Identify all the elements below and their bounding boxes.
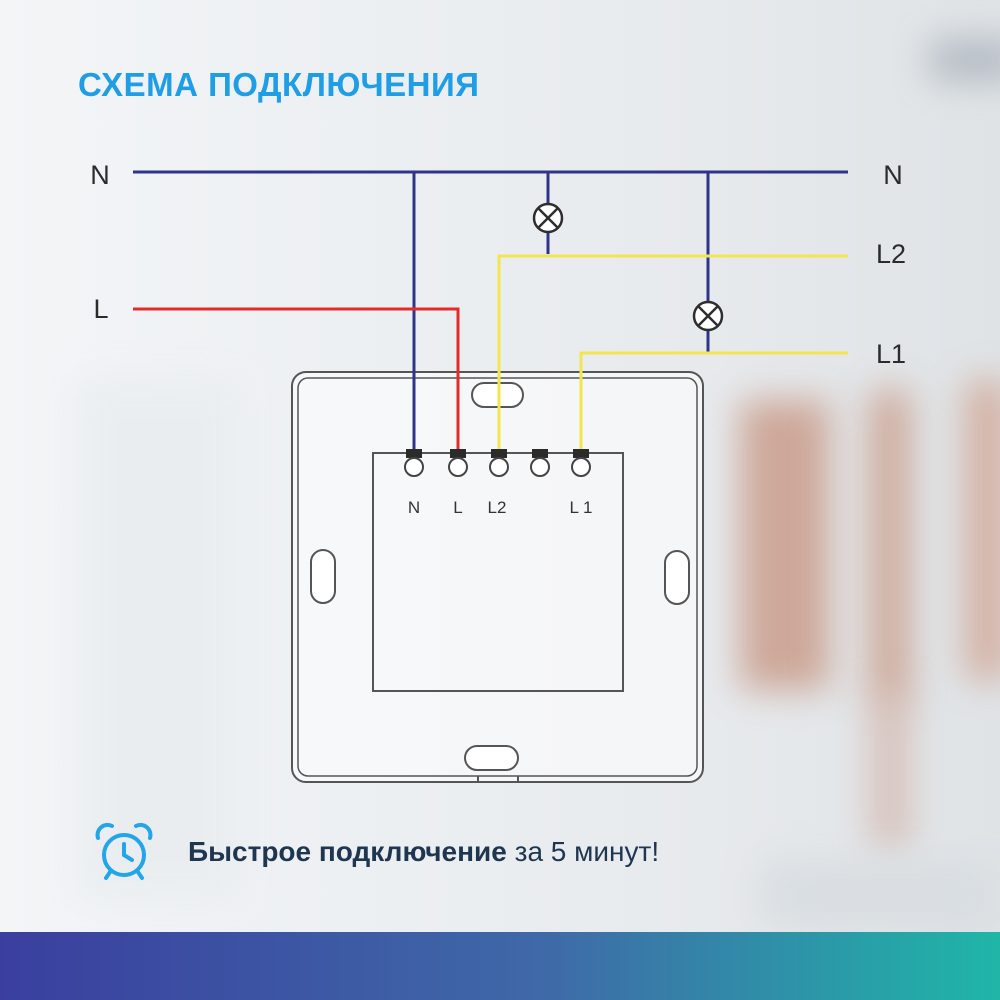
terminal-l: L <box>448 449 468 517</box>
footer-gradient-bar <box>0 932 1000 1000</box>
load-wires <box>497 254 848 458</box>
promo-text: Быстрое подключение за 5 минут! <box>188 836 659 868</box>
wire-label-n-right: N <box>883 160 903 190</box>
promo-row: Быстрое подключение за 5 минут! <box>92 812 659 892</box>
live-wire <box>133 307 460 458</box>
mount-slot-left <box>310 549 336 604</box>
wire-label-l1-right: L1 <box>876 339 906 369</box>
page-title: СХЕМА ПОДКЛЮЧЕНИЯ <box>78 66 480 103</box>
wire-label-l2-right: L2 <box>876 239 906 269</box>
mount-slot-bottom <box>464 745 519 771</box>
alarm-clock-icon <box>95 822 153 880</box>
terminal-label: N <box>408 498 420 517</box>
promo-text-rest: за 5 минут! <box>506 836 660 867</box>
load-wire-l2 <box>497 254 848 458</box>
switch-device <box>291 371 704 783</box>
terminal-unused <box>530 449 550 477</box>
terminal-n: N <box>404 449 424 517</box>
mount-slot-right <box>664 550 690 605</box>
terminal-label: L 1 <box>569 498 592 517</box>
lamp-icon <box>692 300 724 332</box>
wire-label-l-left: L <box>93 294 108 324</box>
terminal-l1: L 1 <box>569 449 593 517</box>
promo-text-bold: Быстрое подключение <box>188 836 507 867</box>
load-wire-l1 <box>579 351 848 458</box>
terminal-label: L2 <box>488 498 507 517</box>
terminal-label: L <box>453 498 462 517</box>
lamp-icon <box>532 202 564 234</box>
terminal-l2: L2 <box>488 449 509 517</box>
wire-label-n-left: N <box>90 160 110 190</box>
